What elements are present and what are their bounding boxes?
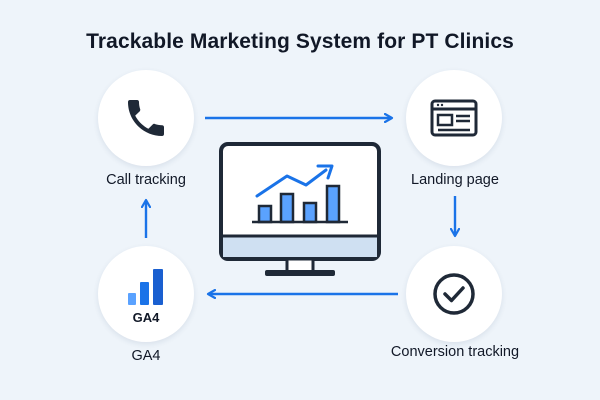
ga4-label: GA4 [131,348,161,364]
chart-trend-arrowhead [316,164,334,180]
landing-page-label: Landing page [411,172,499,188]
chart-bar-3 [302,201,318,224]
chart-trend-line [255,168,328,198]
conversion-tracking-label: Conversion tracking [390,344,520,360]
checkmark-circle-icon [433,273,475,315]
call-tracking-label: Call tracking [106,172,186,188]
webpage-icon [430,99,478,137]
chart-bar-4 [325,184,341,224]
monitor-screen [233,154,367,234]
call-tracking-node [98,70,194,166]
page-title: Trackable Marketing System for PT Clinic… [86,30,514,53]
monitor-base [265,270,335,276]
chart-bar-2 [279,192,295,224]
ga4-bar-chart-icon [128,269,163,305]
landing-page-node [406,70,502,166]
monitor-bezel-bottom [223,236,377,257]
ga4-icon-text: GA4 [132,310,160,325]
chart-bar-1 [257,204,273,224]
ga4-node: GA4 [98,246,194,342]
phone-icon [128,100,164,136]
conversion-tracking-node [406,246,502,342]
